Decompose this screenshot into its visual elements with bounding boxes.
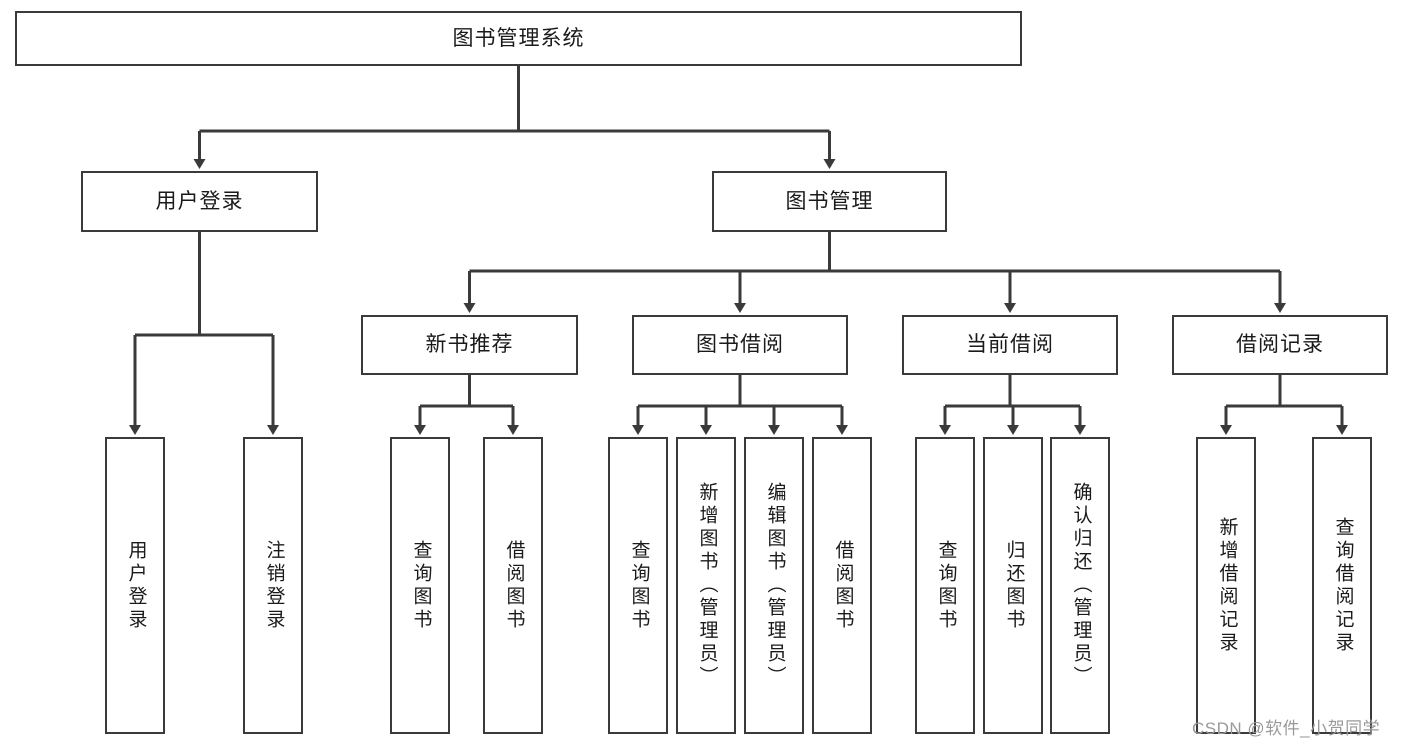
node-user-login[interactable]: 用户登录 — [81, 171, 318, 232]
csdn-watermark: CSDN @软件_小贺同学 — [1192, 719, 1381, 738]
node-new-book-recommend[interactable]: 新书推荐 — [361, 315, 578, 375]
node-book-borrow-label: 图书借阅 — [696, 333, 784, 357]
node-root-label: 图书管理系统 — [452, 26, 585, 50]
node-leaf-query-borrow-record-label: 查询借阅记录 — [1332, 516, 1354, 655]
node-leaf-query-book-current[interactable]: 查询图书 — [915, 437, 975, 734]
node-borrow-record[interactable]: 借阅记录 — [1172, 315, 1388, 375]
node-leaf-query-book-new-label: 查询图书 — [410, 539, 432, 632]
node-leaf-query-borrow-record[interactable]: 查询借阅记录 — [1312, 437, 1372, 734]
node-leaf-query-book-new[interactable]: 查询图书 — [390, 437, 450, 734]
node-leaf-return-book-label: 归还图书 — [1003, 539, 1025, 632]
node-leaf-borrow-book-new-label: 借阅图书 — [503, 539, 525, 632]
node-leaf-user-login-label: 用户登录 — [125, 539, 147, 632]
node-leaf-edit-book-label: 编辑图书（管理员） — [764, 482, 786, 689]
node-leaf-edit-book[interactable]: 编辑图书（管理员） — [744, 437, 804, 734]
node-current-borrow[interactable]: 当前借阅 — [902, 315, 1118, 375]
node-leaf-logout[interactable]: 注销登录 — [243, 437, 303, 734]
node-book-management-label: 图书管理 — [785, 189, 874, 213]
node-leaf-borrow-book-label: 借阅图书 — [832, 539, 854, 632]
node-leaf-logout-label: 注销登录 — [263, 539, 285, 632]
node-book-management[interactable]: 图书管理 — [712, 171, 947, 232]
node-leaf-confirm-return-label: 确认归还（管理员） — [1070, 482, 1092, 689]
node-leaf-add-borrow-record-label: 新增借阅记录 — [1216, 516, 1238, 655]
node-leaf-borrow-book-new[interactable]: 借阅图书 — [483, 437, 543, 734]
node-root[interactable]: 图书管理系统 — [15, 11, 1022, 66]
node-leaf-add-borrow-record[interactable]: 新增借阅记录 — [1196, 437, 1256, 734]
node-leaf-confirm-return[interactable]: 确认归还（管理员） — [1050, 437, 1110, 734]
node-new-book-recommend-label: 新书推荐 — [425, 333, 514, 357]
node-leaf-query-book-current-label: 查询图书 — [935, 539, 957, 632]
node-leaf-query-book-borrow[interactable]: 查询图书 — [608, 437, 668, 734]
node-leaf-query-book-borrow-label: 查询图书 — [628, 539, 650, 632]
node-leaf-return-book[interactable]: 归还图书 — [983, 437, 1043, 734]
node-borrow-record-label: 借阅记录 — [1236, 333, 1324, 357]
node-leaf-user-login[interactable]: 用户登录 — [105, 437, 165, 734]
node-current-borrow-label: 当前借阅 — [966, 333, 1054, 357]
node-leaf-add-book-label: 新增图书（管理员） — [696, 482, 718, 689]
node-leaf-borrow-book[interactable]: 借阅图书 — [812, 437, 872, 734]
node-leaf-add-book[interactable]: 新增图书（管理员） — [676, 437, 736, 734]
node-user-login-label: 用户登录 — [155, 189, 244, 213]
node-book-borrow[interactable]: 图书借阅 — [632, 315, 848, 375]
